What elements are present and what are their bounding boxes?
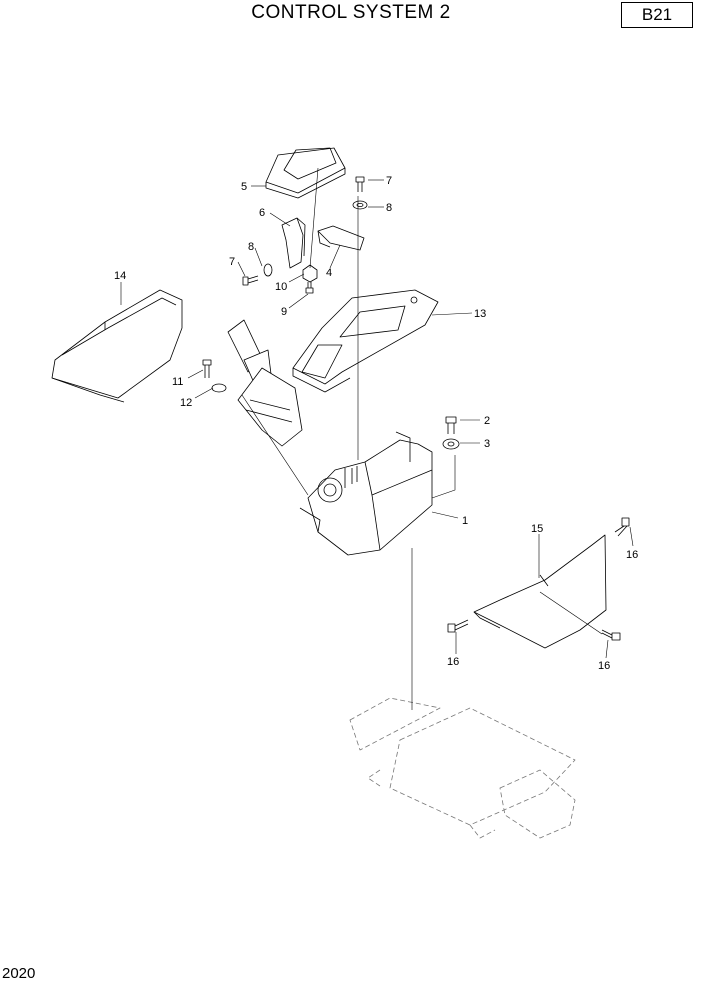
page-title: CONTROL SYSTEM 2 — [251, 2, 451, 23]
hardware-bolt-7-left — [242, 275, 259, 286]
callout-4: 4 — [326, 267, 332, 279]
hardware-bolt-16-left — [447, 619, 469, 633]
callout-7-left: 7 — [229, 256, 235, 268]
diagram-code-box: B21 — [621, 2, 693, 28]
part-6-bracket — [281, 217, 306, 269]
callout-13: 13 — [474, 308, 486, 320]
hardware-washer-3 — [442, 438, 460, 450]
part-5-lever-cover — [265, 147, 346, 199]
hardware-washer-8-top — [352, 200, 368, 210]
callout-2: 2 — [484, 415, 490, 427]
callout-8-top: 8 — [386, 202, 392, 214]
part-1-console-box — [299, 431, 433, 556]
hardware-bolt-2 — [445, 416, 457, 434]
callout-14: 14 — [114, 270, 126, 282]
hardware-bolt-16-right — [601, 629, 621, 641]
leader-lines — [120, 167, 634, 710]
callout-labels: 1 2 3 4 5 6 7 8 8 7 10 9 13 14 11 12 15 … — [114, 175, 638, 672]
hardware-washer-12 — [211, 383, 227, 393]
hardware-bolt-16-top — [614, 517, 630, 537]
callout-15: 15 — [531, 523, 543, 535]
hardware-bolt-7-top — [355, 176, 365, 192]
part-15-right-cover — [473, 534, 607, 649]
callout-16-right: 16 — [598, 660, 610, 672]
callout-1: 1 — [462, 515, 468, 527]
hardware-washer-8-left — [263, 263, 273, 277]
hardware-bolt-9 — [305, 282, 314, 294]
callout-10: 10 — [275, 281, 287, 293]
part-14-left-cover — [51, 289, 183, 403]
callout-8-left: 8 — [248, 241, 254, 253]
callout-16-top: 16 — [626, 549, 638, 561]
part-13-top-cover — [292, 289, 439, 393]
callout-7-top: 7 — [386, 175, 392, 187]
callout-9: 9 — [281, 306, 287, 318]
hardware-bolt-11 — [202, 359, 212, 378]
callout-12: 12 — [180, 397, 192, 409]
part-4-holder — [317, 225, 365, 251]
callout-6: 6 — [259, 207, 265, 219]
callout-16-left: 16 — [447, 656, 459, 668]
callout-3: 3 — [484, 438, 490, 450]
callout-11: 11 — [172, 376, 183, 388]
footer-year: 2020 — [2, 965, 36, 982]
part-joystick — [227, 319, 303, 447]
callout-5: 5 — [241, 181, 247, 193]
part-lower-frame — [349, 697, 576, 839]
